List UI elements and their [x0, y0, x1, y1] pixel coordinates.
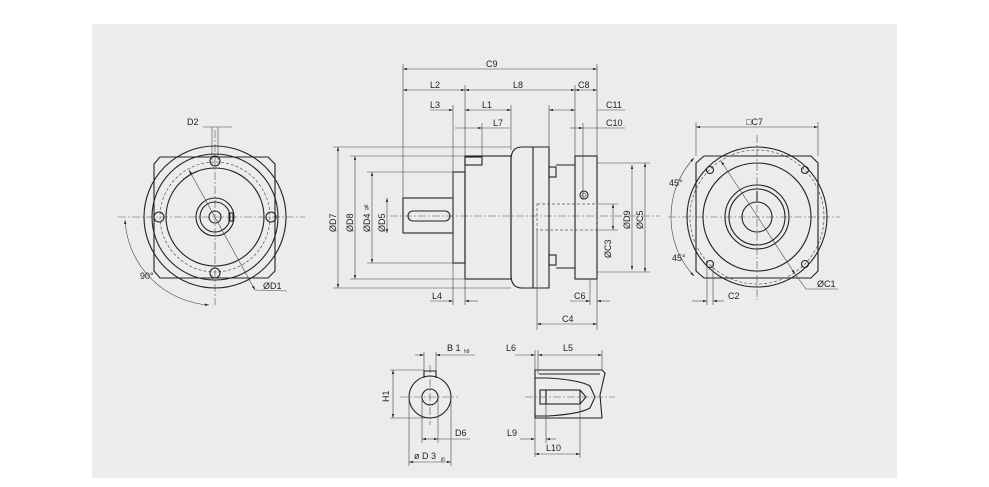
label-d5: ØD5: [377, 213, 387, 232]
label-angle-45-top: 45°: [669, 178, 683, 188]
label-d7: ØD7: [328, 213, 338, 232]
label-c3: ØC3: [603, 239, 613, 258]
label-c6: C6: [574, 291, 586, 301]
input-end-view: ØD1 D2 90°: [118, 117, 305, 306]
label-d4: ØD4: [362, 213, 372, 232]
shaft-section-detail: H1 B 1 h9 D6 ø D 3 j6 L6 L5 L9 L10: [381, 343, 615, 466]
label-b1: B 1: [447, 343, 461, 353]
side-view: C9 L2 L8 C8 L3 L1 C11 L7 C10 ØD7 ØD8 ØD4…: [328, 59, 660, 330]
label-c4: C4: [562, 314, 574, 324]
label-d8: ØD8: [345, 213, 355, 232]
label-l8: L8: [513, 80, 523, 90]
label-l1: L1: [482, 100, 492, 110]
label-l6: L6: [506, 343, 516, 353]
label-c10: C10: [606, 118, 623, 128]
label-l3: L3: [430, 100, 440, 110]
label-l7: L7: [493, 118, 503, 128]
label-d9: ØD9: [622, 210, 632, 229]
label-d3-tolerance: j6: [440, 457, 445, 463]
label-h1: H1: [381, 390, 391, 402]
label-c11: C11: [606, 100, 622, 110]
label-l9: L9: [507, 428, 517, 438]
label-c8: C8: [578, 80, 590, 90]
label-c5: ØC5: [635, 210, 645, 229]
label-l5: L5: [563, 343, 573, 353]
label-b1-tolerance: h9: [464, 349, 470, 355]
label-d3: ø D 3: [414, 451, 436, 461]
label-angle-45-bottom: 45°: [672, 253, 686, 263]
label-angle-90: 90°: [140, 271, 154, 281]
label-c1: ØC1: [817, 279, 836, 289]
label-l2: L2: [430, 80, 440, 90]
label-c9: C9: [486, 59, 498, 69]
label-d6: D6: [455, 428, 467, 438]
label-d2: D2: [187, 117, 199, 127]
label-l10: L10: [546, 443, 561, 453]
output-flange-view: □C7 45° 45° ØC1 C2: [668, 117, 840, 305]
label-c7: □C7: [746, 117, 763, 127]
label-d1: ØD1: [263, 281, 282, 291]
label-c2: C2: [728, 291, 740, 301]
label-l4: L4: [432, 291, 442, 301]
label-d4-tolerance: g6: [364, 204, 370, 210]
